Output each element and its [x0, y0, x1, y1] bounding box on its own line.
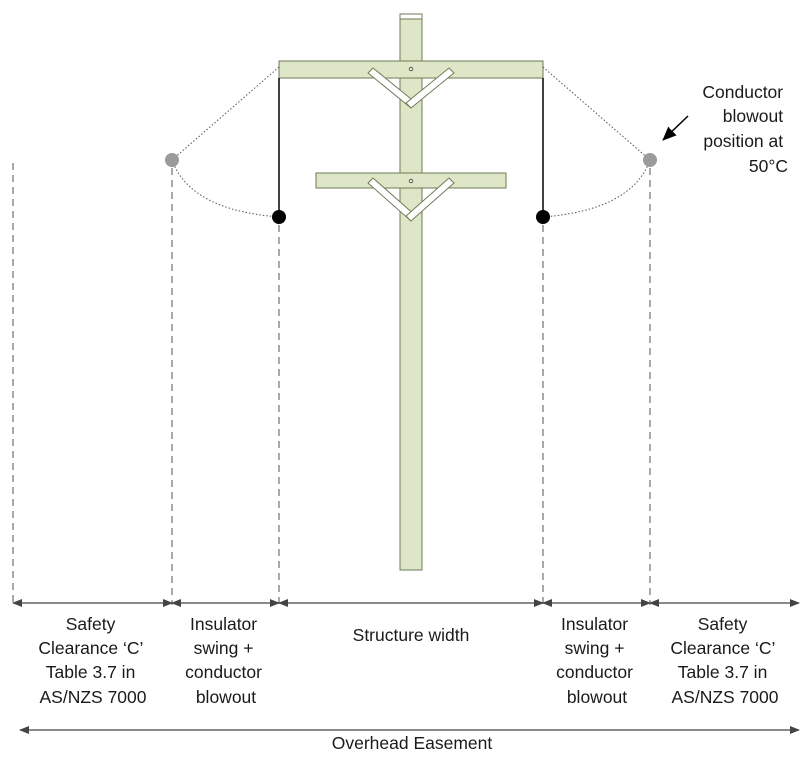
right-swing-arc — [542, 159, 651, 218]
zone-label-line: blowout — [567, 687, 627, 707]
left-swing-arc — [171, 159, 280, 218]
zone-label-line: AS/NZS 7000 — [672, 687, 779, 707]
reference-lines — [12, 163, 651, 605]
zone-label-line: swing + — [194, 638, 254, 658]
zone-label-line: swing + — [565, 638, 625, 658]
zone-label-line: Table 3.7 in — [678, 662, 768, 682]
zone-label-line: Clearance ‘C’ — [670, 638, 774, 658]
annotation-pointer-arrow — [662, 115, 689, 141]
annotation-line: position at — [703, 131, 783, 151]
right-conductor-blowout — [643, 153, 657, 167]
zone-label-line: conductor — [185, 662, 262, 682]
right-swing-line — [542, 66, 651, 161]
lower-crossarm — [315, 172, 507, 189]
pole-structure — [278, 13, 544, 571]
lower-crossarm-bolt — [408, 178, 414, 184]
zone-label-line: Table 3.7 in — [46, 662, 136, 682]
pole — [399, 18, 423, 571]
zone-label-line: Safety — [698, 614, 748, 634]
upper-crossarm-bolt — [408, 66, 414, 72]
zone-label-insulator-swing-right: Insulator swing + conductor blowout — [556, 614, 638, 707]
zone-label-safety-clearance-left: Safety Clearance ‘C’ Table 3.7 in AS/NZS… — [38, 614, 147, 707]
zone-label-line: Insulator — [190, 614, 257, 634]
annotation-line: blowout — [723, 106, 783, 126]
annotation-line: Conductor — [702, 82, 783, 102]
left-swing-line — [171, 66, 280, 161]
zone-label-insulator-swing-left: Insulator swing + conductor blowout — [185, 614, 267, 707]
annotation-line: 50°C — [749, 156, 788, 176]
zone-label-safety-clearance-right: Safety Clearance ‘C’ Table 3.7 in AS/NZS… — [670, 614, 779, 707]
zone-label-structure-width: Structure width — [353, 625, 470, 645]
right-conductor — [536, 210, 550, 224]
upper-brace-right — [405, 67, 455, 109]
upper-crossarm — [278, 60, 544, 79]
zone-label-line: blowout — [196, 687, 256, 707]
overhead-easement-label: Overhead Easement — [332, 733, 493, 753]
zone-label-line: Structure width — [353, 625, 470, 645]
zone-label-line: AS/NZS 7000 — [40, 687, 147, 707]
zone-label-line: Safety — [66, 614, 116, 634]
left-conductor-blowout — [165, 153, 179, 167]
zone-label-line: Clearance ‘C’ — [38, 638, 142, 658]
left-conductor — [272, 210, 286, 224]
annotation-label: Conductor blowout position at 50°C — [702, 82, 788, 176]
zone-label-line: conductor — [556, 662, 633, 682]
lower-brace-right — [405, 177, 455, 222]
zone-label-line: Insulator — [561, 614, 628, 634]
blowout-paths — [171, 66, 651, 218]
